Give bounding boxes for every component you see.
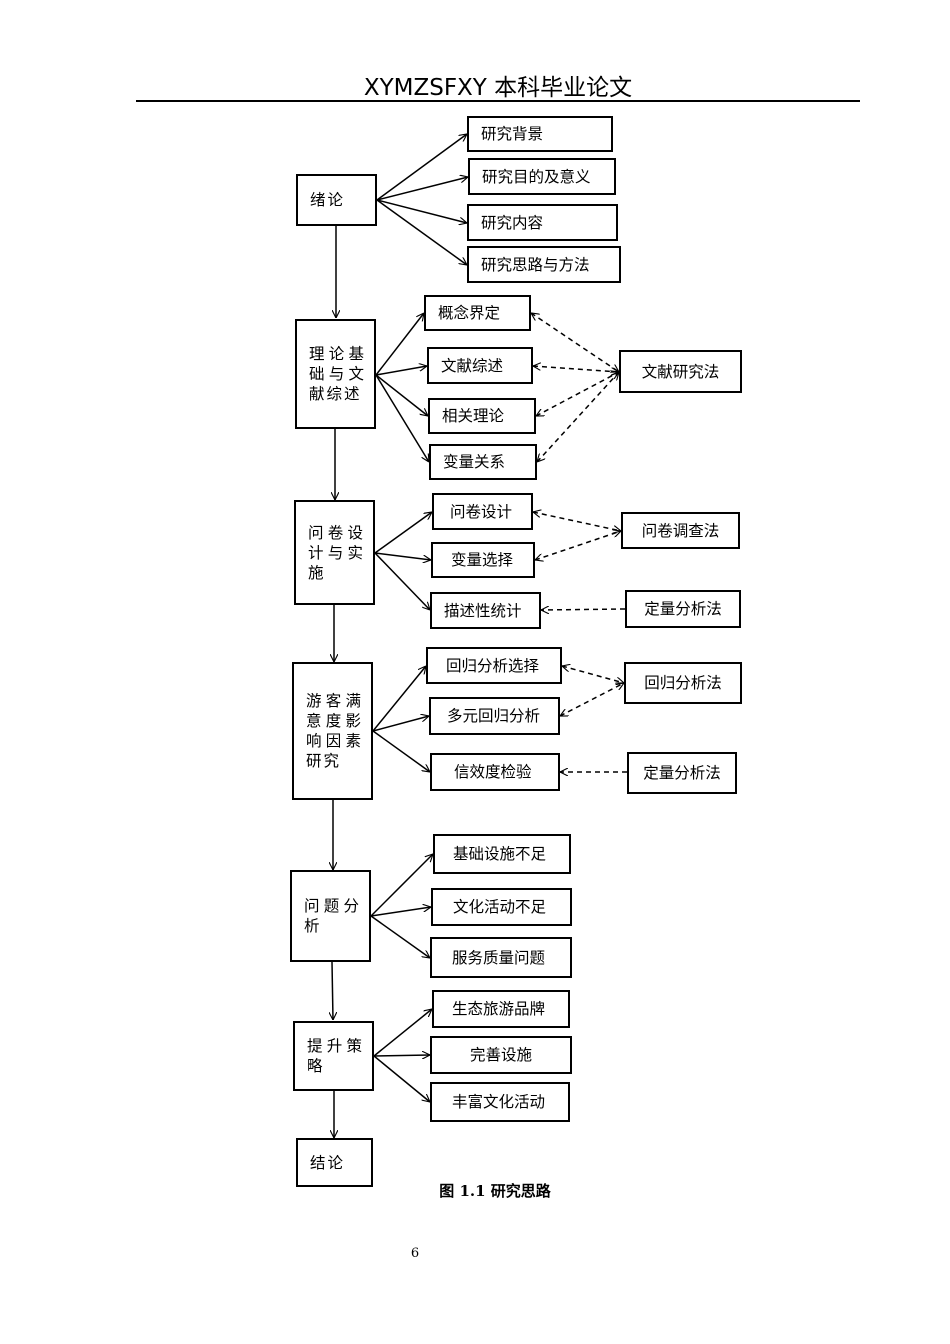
stage-theory: 理论基础与文献综述: [295, 319, 376, 429]
method-regression-analysis: 回归分析法: [624, 662, 742, 704]
item-box: 文献综述: [427, 347, 533, 384]
fan-arrow: [375, 374, 428, 416]
fan-arrow: [376, 199, 467, 223]
item-label: 研究思路与方法: [481, 255, 590, 274]
method-label: 定量分析法: [644, 600, 722, 618]
stage-label: 提升策略: [307, 1037, 364, 1075]
item-label: 文化活动不足: [453, 898, 547, 916]
item-box: 变量选择: [431, 542, 535, 578]
item-box: 生态旅游品牌: [432, 990, 570, 1028]
method-label: 问卷调查法: [641, 521, 720, 540]
fan-arrow: [374, 552, 431, 560]
fan-arrow: [374, 552, 430, 610]
item-box: 回归分析选择: [426, 647, 562, 684]
figure-caption: 图 1.1 研究思路: [439, 1182, 551, 1200]
item-box: 丰富文化活动: [430, 1082, 570, 1122]
item-box: 基础设施不足: [433, 834, 571, 874]
item-label: 变量选择: [451, 551, 514, 569]
fan-arrow: [376, 199, 467, 265]
method-link: [531, 313, 619, 372]
stage-questionnaire: 问卷设计与实施: [294, 500, 375, 605]
fan-arrow: [373, 1055, 430, 1056]
item-label: 相关理论: [442, 407, 505, 425]
item-box: 相关理论: [428, 398, 536, 434]
page-header-title: XYMZSFXY 本科毕业论文: [363, 75, 633, 101]
fan-arrow: [372, 666, 426, 732]
item-box: 信效度检验: [430, 753, 560, 791]
item-box: 概念界定: [424, 295, 531, 331]
stage-satisfaction-study: 游客满意度影响因素研究: [292, 662, 373, 800]
item-label: 变量关系: [443, 453, 506, 471]
item-label: 问卷设计: [450, 502, 513, 521]
method-link: [541, 609, 626, 610]
fan-arrow: [373, 1055, 430, 1102]
item-label: 信效度检验: [454, 763, 532, 781]
stage-label: 游客满意度影响因素研究: [306, 692, 363, 770]
fan-arrow: [370, 907, 431, 917]
method-label: 回归分析法: [644, 674, 722, 692]
fan-arrow: [376, 177, 468, 201]
stage-label: 问卷设计与实施: [308, 523, 365, 582]
method-link: [533, 366, 619, 372]
fan-arrow: [375, 313, 424, 376]
item-label: 丰富文化活动: [452, 1093, 546, 1111]
stage-problem-analysis: 问题分析: [290, 870, 371, 962]
item-box: 研究背景: [467, 116, 613, 152]
item-label: 生态旅游品牌: [452, 1000, 546, 1018]
item-box: 完善设施: [430, 1036, 572, 1074]
fan-arrow: [375, 366, 427, 376]
method-link: [537, 372, 619, 462]
page-number: 6: [410, 1246, 420, 1261]
item-box: 服务质量问题: [430, 937, 572, 978]
method-link: [562, 666, 624, 683]
method-link: [536, 371, 619, 417]
stage-strategy: 提升策略: [293, 1021, 374, 1091]
item-box: 变量关系: [429, 444, 537, 480]
item-label: 回归分析选择: [446, 656, 540, 675]
item-box: 研究内容: [467, 204, 618, 241]
item-label: 研究背景: [481, 125, 544, 143]
fan-arrow: [372, 716, 429, 732]
item-box: 文化活动不足: [431, 888, 572, 926]
method-quantitative-analysis-2: 定量分析法: [627, 752, 737, 794]
method-label: 定量分析法: [643, 764, 721, 782]
item-label: 完善设施: [470, 1046, 533, 1064]
method-questionnaire-survey: 问卷调查法: [621, 512, 740, 549]
fan-arrow: [376, 134, 467, 201]
stage-label: 结论: [310, 1153, 346, 1172]
stage-label: 绪论: [310, 191, 346, 209]
item-label: 多元回归分析: [447, 707, 541, 725]
item-label: 概念界定: [438, 304, 501, 322]
stage-label: 理论基础与文献综述: [309, 345, 366, 403]
item-box: 描述性统计: [430, 592, 541, 629]
fan-arrow: [373, 1009, 432, 1057]
item-box: 研究思路与方法: [467, 246, 621, 283]
item-label: 描述性统计: [444, 601, 522, 620]
method-quantitative-analysis: 定量分析法: [625, 590, 741, 628]
flow-arrow: [332, 961, 333, 1020]
item-label: 文献综述: [441, 356, 504, 375]
header-divider: [136, 100, 860, 102]
method-label: 文献研究法: [641, 362, 720, 381]
method-link: [535, 531, 621, 560]
item-label: 研究目的及意义: [482, 167, 591, 186]
item-box: 研究目的及意义: [468, 158, 616, 195]
fan-arrow: [375, 374, 429, 462]
method-literature-research: 文献研究法: [619, 350, 742, 393]
item-label: 服务质量问题: [452, 948, 546, 967]
item-label: 研究内容: [481, 213, 544, 232]
item-box: 问卷设计: [432, 493, 533, 530]
fan-arrow: [372, 730, 430, 772]
item-box: 多元回归分析: [429, 697, 560, 735]
stage-label: 问题分析: [304, 897, 361, 935]
method-link: [533, 512, 621, 531]
fan-arrow: [370, 915, 430, 958]
stage-introduction: 绪论: [296, 174, 377, 226]
item-label: 基础设施不足: [453, 845, 547, 863]
stage-conclusion: 结论: [296, 1138, 373, 1187]
fan-arrow: [374, 512, 432, 554]
method-link: [560, 682, 624, 717]
fan-arrow: [370, 854, 433, 917]
